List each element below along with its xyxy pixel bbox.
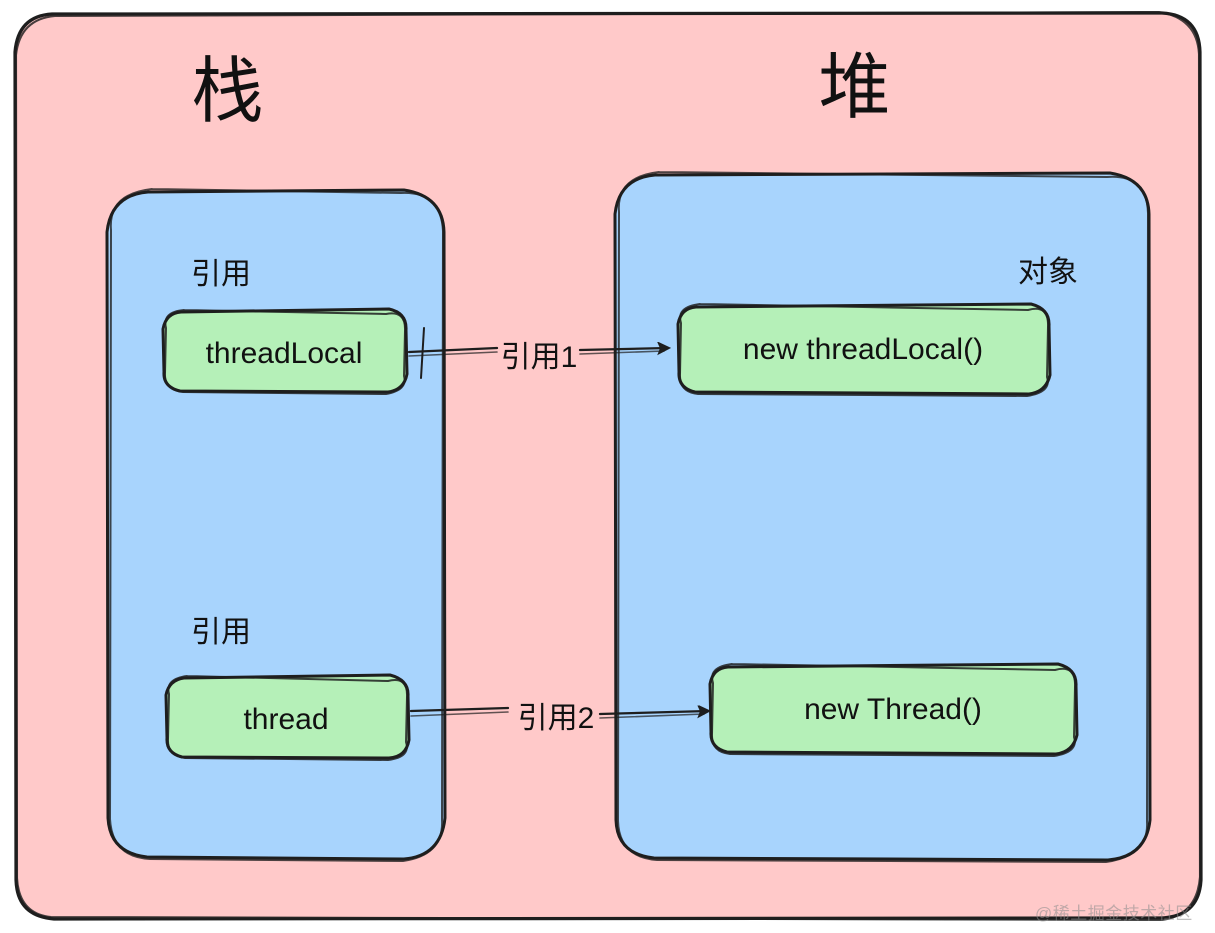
heap-heading: 堆 bbox=[818, 48, 892, 128]
stack-heading: 栈 bbox=[191, 52, 265, 132]
node-label-heap-threadlocal[interactable]: new threadLocal() bbox=[742, 333, 984, 366]
stack-reference-label-top: 引用 bbox=[191, 258, 251, 291]
node-label-heap-thread[interactable]: new Thread() bbox=[804, 693, 982, 726]
watermark: @稀土掘金技术社区 bbox=[1035, 904, 1193, 923]
edge-label-1: 引用1 bbox=[500, 341, 578, 374]
edge-label-2: 引用2 bbox=[517, 702, 595, 735]
node-label-stack-threadlocal[interactable]: threadLocal bbox=[205, 337, 363, 370]
node-shape-heap-thread bbox=[708, 662, 1079, 757]
stack-reference-label-bottom: 引用 bbox=[191, 616, 251, 649]
node-label-stack-thread[interactable]: thread bbox=[243, 703, 329, 736]
stack-region-shape bbox=[105, 188, 447, 862]
edge-1-arrow bbox=[407, 327, 668, 379]
node-shape-stack-thread bbox=[164, 673, 411, 761]
heap-object-label: 对象 bbox=[1018, 256, 1078, 289]
node-shape-heap-threadlocal bbox=[676, 302, 1052, 397]
edge-2-arrow bbox=[409, 708, 708, 719]
node-shape-stack-threadlocal bbox=[161, 307, 409, 395]
